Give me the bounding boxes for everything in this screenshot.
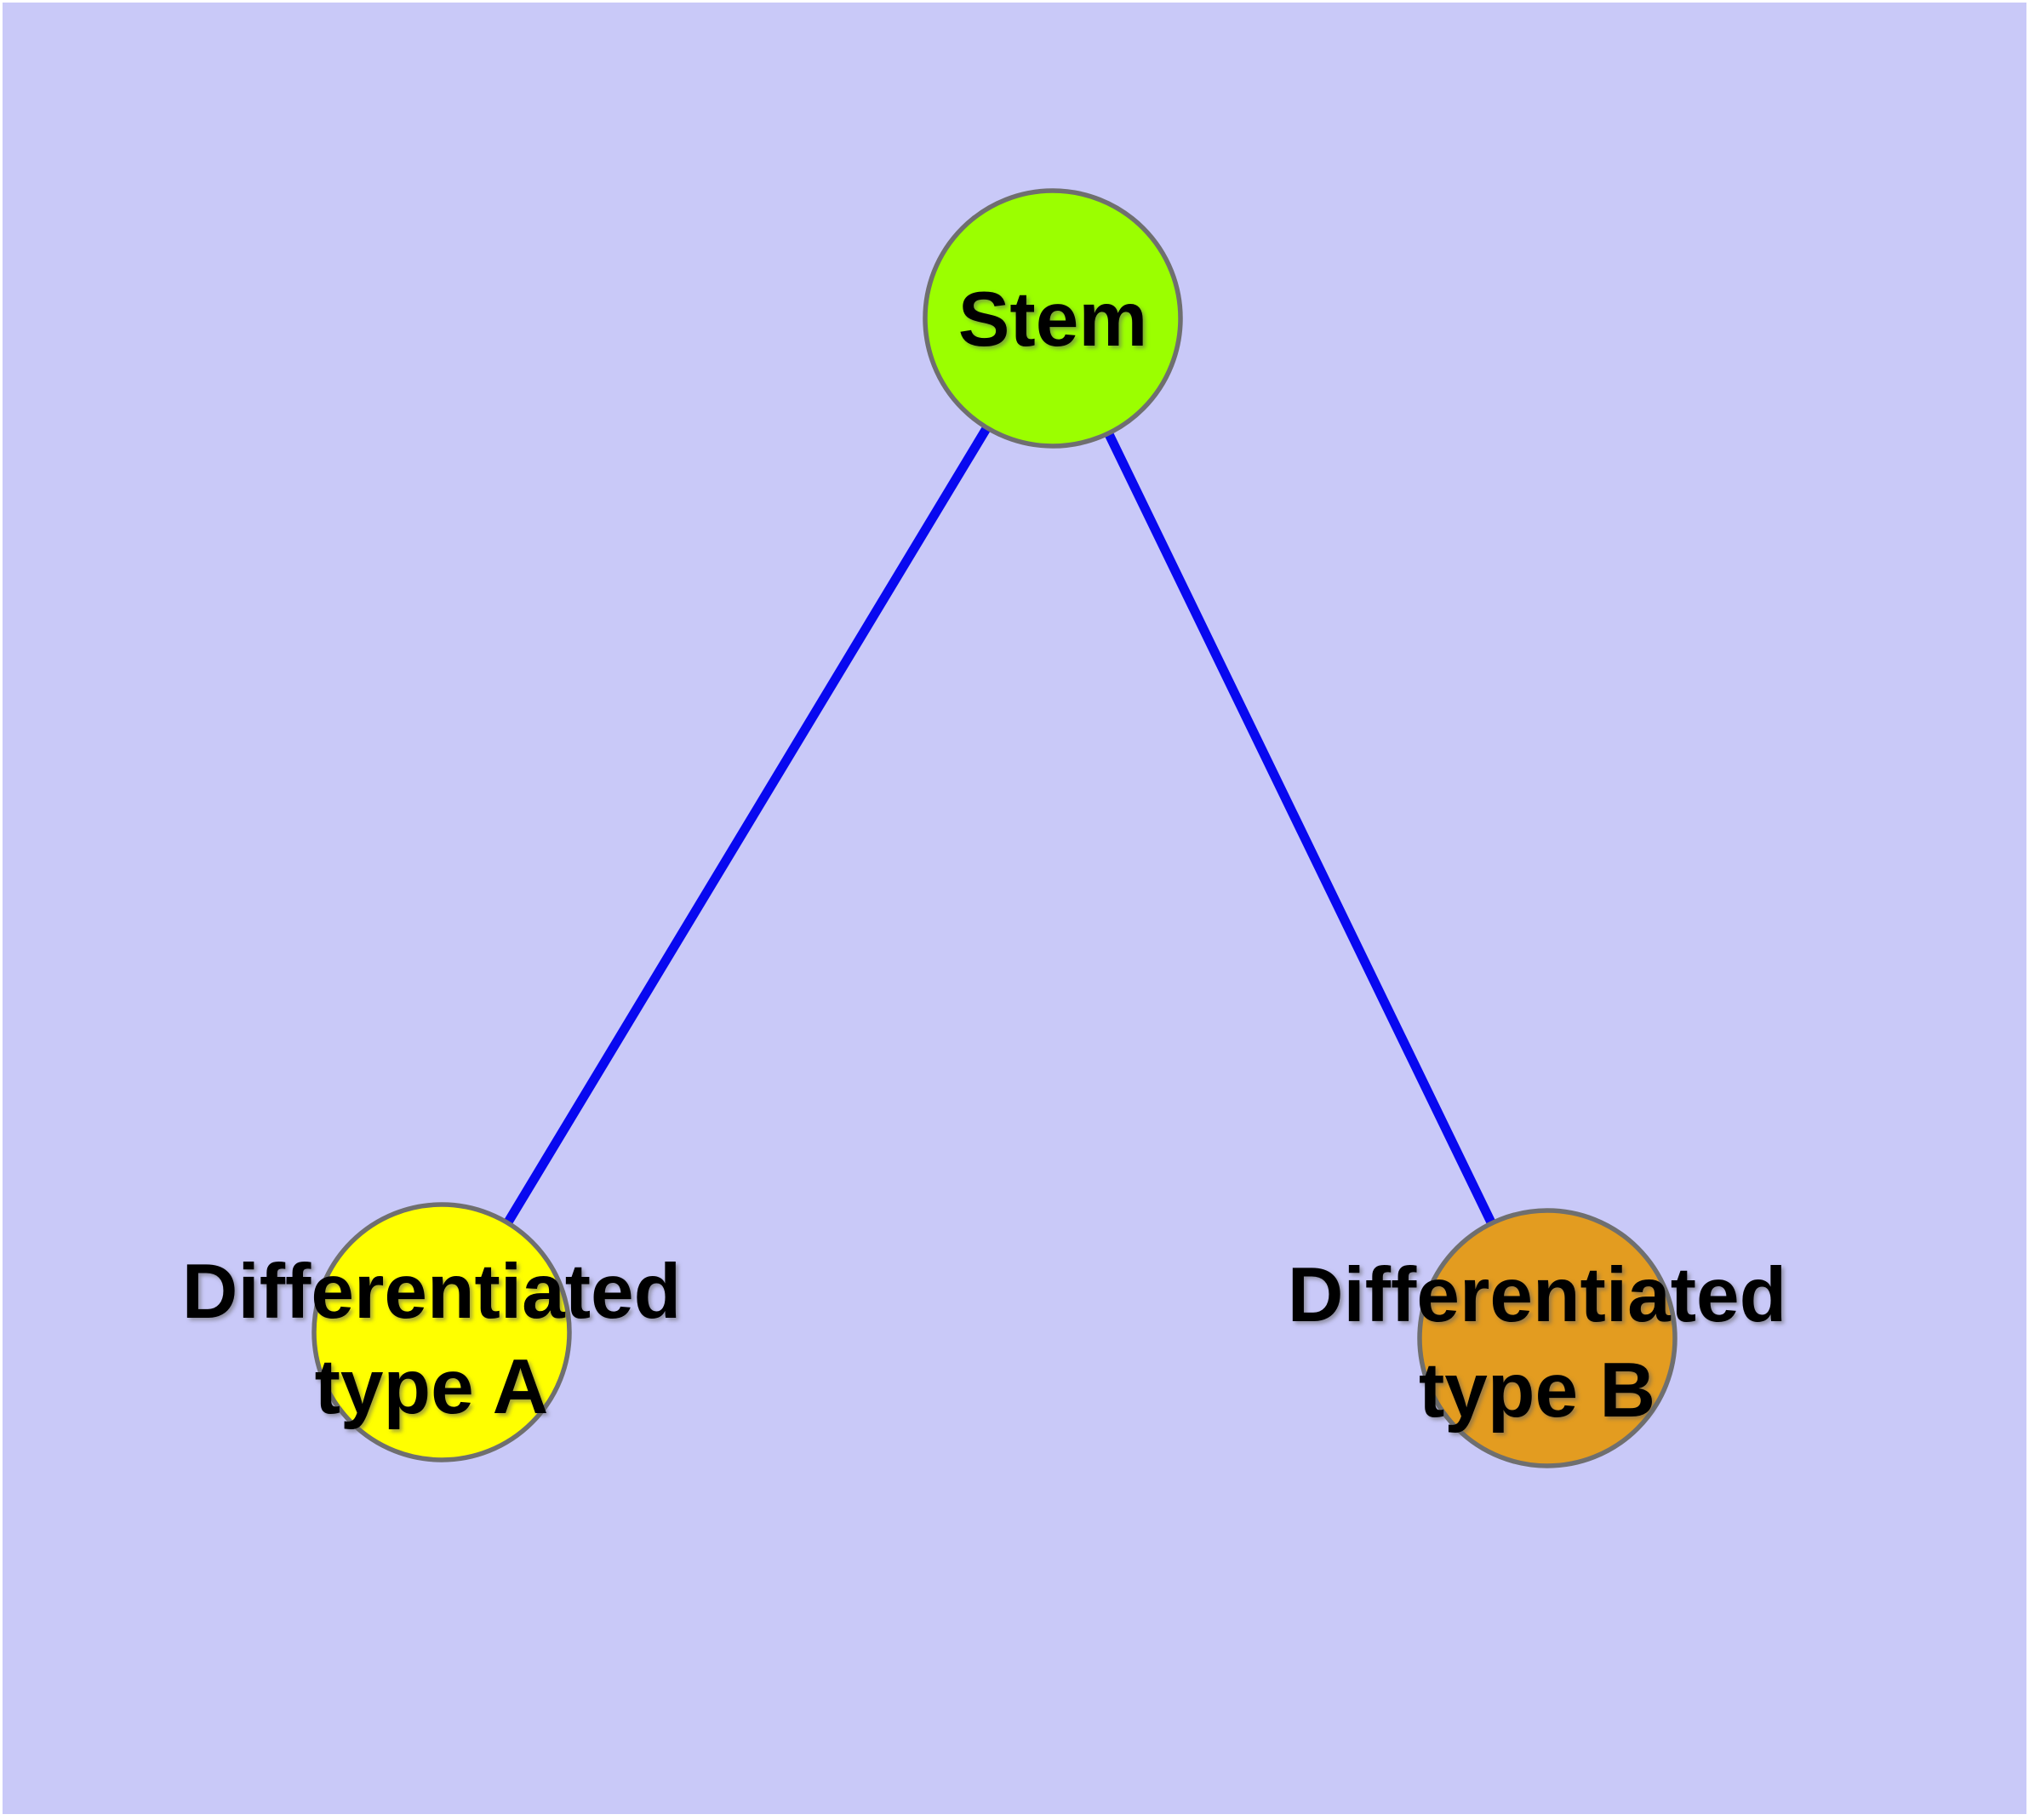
edge-stem-to-type-b [1049,316,1552,1341]
type-a-node [311,1202,572,1462]
edge-stem-to-type-a [437,316,1057,1335]
type-b-node-label-line1: Differentiated [1288,1252,1787,1338]
type-b-node [1417,1208,1677,1468]
stem-node [923,188,1183,449]
type-b-node-label-line2: type B [1419,1348,1655,1434]
type-a-node-label-line1: Differentiated [182,1249,682,1335]
type-a-node-label-line2: type A [315,1344,549,1430]
stem-node-label: Stem [958,277,1148,363]
